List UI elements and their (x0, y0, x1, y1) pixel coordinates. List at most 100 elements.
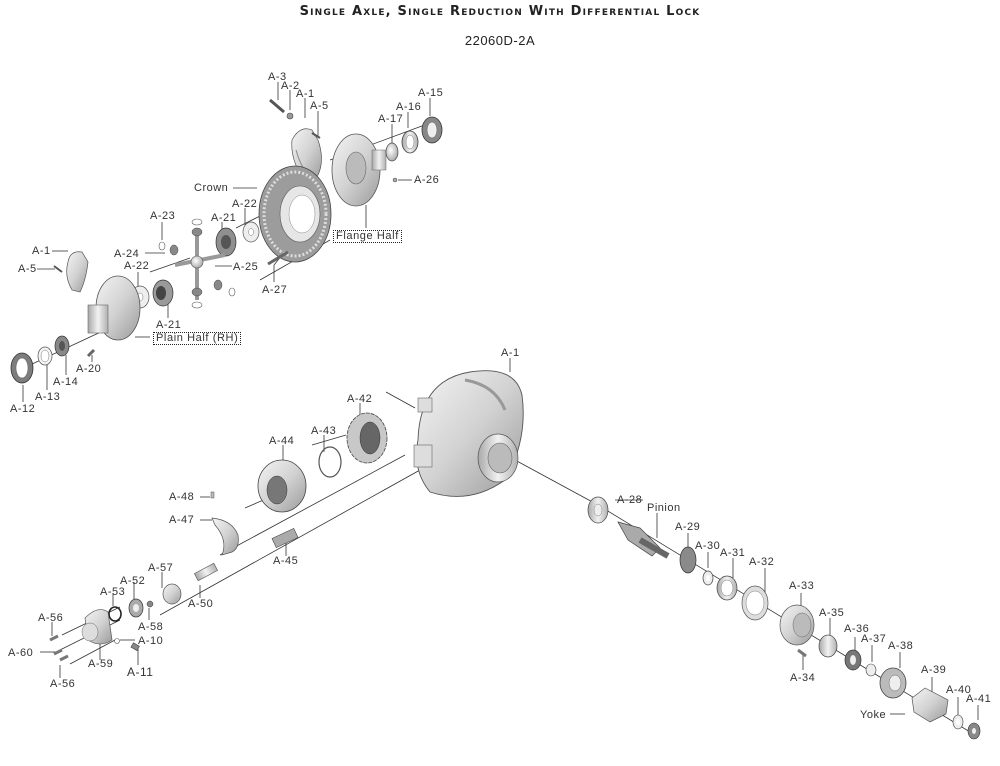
seal-a38 (879, 667, 907, 699)
label-a57: A-57 (148, 562, 174, 574)
spacer-a30 (702, 570, 714, 586)
nut-a58 (146, 600, 154, 608)
label-a38: A-38 (888, 640, 914, 652)
label-crown: Crown (194, 182, 229, 194)
label-a56-bottom: A-56 (50, 678, 76, 690)
label-a39: A-39 (921, 664, 947, 676)
adjusting-ring-a15 (421, 116, 443, 144)
clutch-collar-a42 (346, 412, 388, 464)
cylinder-a59 (81, 609, 113, 645)
fork-a47 (211, 517, 239, 556)
bearing-cup-a13 (37, 346, 53, 366)
bearing-cone-a36 (844, 649, 862, 671)
label-yoke: Yoke (860, 709, 887, 721)
label-a2: A-2 (281, 80, 300, 92)
label-a41: A-41 (966, 693, 992, 705)
label-a23: A-23 (150, 210, 176, 222)
flange-half-link[interactable]: Flange Half (333, 230, 402, 243)
bolt-a34 (797, 648, 807, 658)
label-a32: A-32 (749, 556, 775, 568)
label-a28: A-28 (617, 494, 643, 506)
bearing-cone-a29 (679, 546, 697, 574)
bolt-a20 (86, 348, 96, 358)
label-a44: A-44 (269, 435, 295, 447)
thrust-washers-a23 (158, 218, 236, 309)
label-a36: A-36 (844, 623, 870, 635)
label-a60: A-60 (8, 647, 34, 659)
label-a1-top: A-1 (296, 88, 315, 100)
flange-half-case (331, 133, 387, 207)
bolts-a56-a60 (49, 634, 69, 662)
thrust-washer-a22-top (242, 221, 260, 243)
label-a31: A-31 (720, 547, 746, 559)
shim-a32 (741, 585, 769, 621)
washer-a37 (865, 663, 877, 677)
drive-pinion (617, 521, 670, 559)
label-a16: A-16 (396, 101, 422, 113)
o-ring-a53 (108, 606, 122, 622)
nut-a41 (967, 722, 981, 740)
label-a56-top: A-56 (38, 612, 64, 624)
label-a3: A-3 (268, 71, 287, 83)
label-a42: A-42 (347, 393, 373, 405)
label-a26: A-26 (414, 174, 440, 186)
bolt-a3 (269, 98, 285, 114)
snap-ring-a43 (318, 446, 342, 478)
pin-a48 (210, 491, 215, 499)
label-a58: A-58 (138, 621, 164, 633)
label-a34: A-34 (790, 672, 816, 684)
spring-a45 (271, 527, 299, 549)
diagram-title: Single Axle, Single Reduction With Diffe… (299, 4, 701, 19)
pin-a5-left (53, 265, 63, 273)
plain-half-case (87, 275, 141, 341)
bearing-cup-a31 (716, 575, 738, 601)
plain-half-link[interactable]: Plain Half (RH) (153, 332, 242, 345)
washer-a10 (114, 638, 120, 644)
label-a22-top: A-22 (232, 198, 258, 210)
pin-a5-top (311, 132, 321, 139)
label-a14: A-14 (53, 376, 79, 388)
label-a27: A-27 (262, 284, 288, 296)
label-a21-bottom: A-21 (156, 319, 182, 331)
side-gear-a21-bottom (152, 279, 174, 307)
label-a43: A-43 (311, 425, 337, 437)
label-a47: A-47 (169, 514, 195, 526)
bearing-cone-a14 (54, 335, 70, 357)
label-a20: A-20 (76, 363, 102, 375)
label-a1-housing: A-1 (501, 347, 520, 359)
bolt-a27 (267, 250, 289, 266)
label-a30: A-30 (695, 540, 721, 552)
yoke-a39 (911, 687, 949, 723)
label-a50: A-50 (188, 598, 214, 610)
piston-a57 (162, 583, 182, 605)
label-a40: A-40 (946, 684, 972, 696)
adjusting-ring-a12 (10, 352, 34, 384)
label-a48: A-48 (169, 491, 195, 503)
label-a25: A-25 (233, 261, 259, 273)
label-a17: A-17 (378, 113, 404, 125)
label-pinion: Pinion (647, 502, 681, 514)
pinion-gears (169, 227, 223, 297)
label-a59: A-59 (88, 658, 114, 670)
fitting-a11 (130, 642, 140, 651)
pinion-cage-a33 (779, 604, 815, 646)
label-a10: A-10 (138, 635, 164, 647)
bearing-cup-a35 (818, 634, 838, 658)
nut-a2 (286, 112, 294, 120)
label-a53: A-53 (100, 586, 126, 598)
bearing-a28 (587, 496, 609, 524)
label-a1-left: A-1 (32, 245, 51, 257)
bearing-cap-left (66, 251, 89, 293)
label-a29: A-29 (675, 521, 701, 533)
bearing-cone-a17 (385, 142, 399, 162)
washer-a40 (952, 714, 964, 730)
label-a37: A-37 (861, 633, 887, 645)
axle-housing-a1 (413, 370, 524, 497)
side-gear-a21-top (215, 227, 237, 257)
label-a52: A-52 (120, 575, 146, 587)
label-a5-left: A-5 (18, 263, 37, 275)
label-a24: A-24 (114, 248, 140, 260)
label-a12: A-12 (10, 403, 36, 415)
label-a35: A-35 (819, 607, 845, 619)
